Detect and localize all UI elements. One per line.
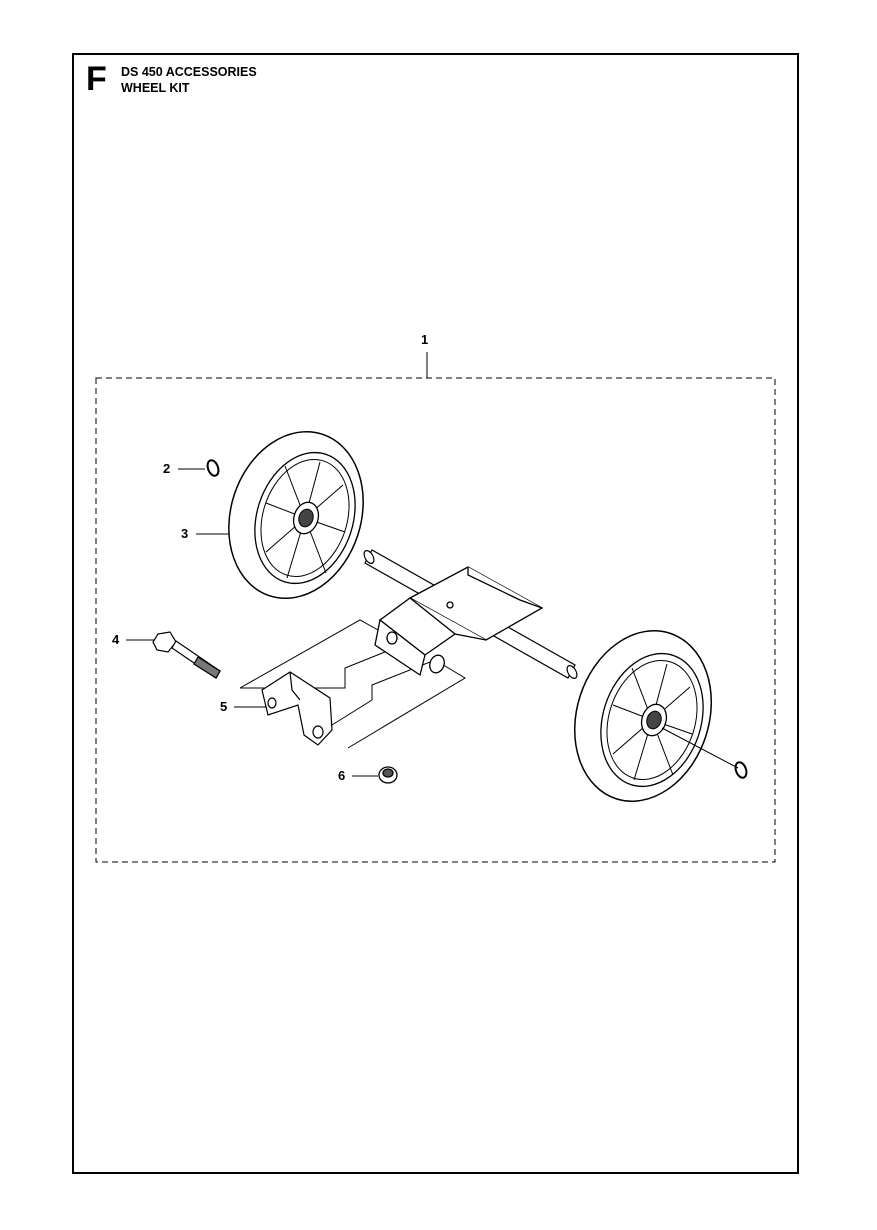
- callout-5: 5: [220, 699, 228, 714]
- callout-6: 6: [338, 768, 346, 783]
- section-letter: F: [86, 60, 107, 98]
- handle-bracket: [261, 671, 333, 746]
- assembly-line-bolt: [239, 619, 379, 689]
- page-subtitle: WHEEL KIT: [121, 81, 190, 95]
- callout-4: 4: [112, 632, 120, 647]
- callout-3: 3: [181, 526, 189, 541]
- callout-2: 2: [163, 461, 171, 476]
- axle-frame: [374, 566, 544, 677]
- snap-ring-right: [734, 761, 748, 779]
- bolt: [152, 631, 221, 679]
- right-wheel: [573, 630, 739, 802]
- lock-nut: [378, 766, 398, 784]
- callout-1: 1: [421, 332, 429, 347]
- left-wheel: [228, 430, 364, 600]
- kit-boundary: [95, 377, 776, 863]
- page-frame: [72, 53, 799, 1174]
- page-title: DS 450 ACCESSORIES: [121, 65, 257, 79]
- assembly-line-bracket: [331, 659, 466, 749]
- snap-ring-left: [206, 459, 220, 477]
